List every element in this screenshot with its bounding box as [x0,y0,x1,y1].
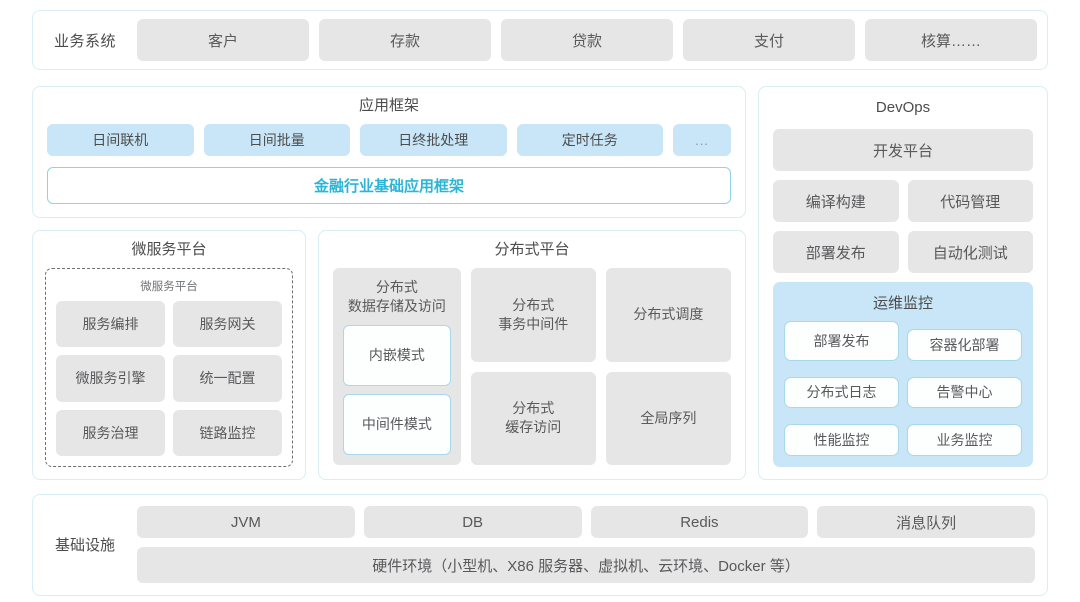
distributed-cache-line1: 分布式 [512,400,555,417]
business-item-deposit[interactable]: 存款 [319,19,491,61]
app-item-eod-batch[interactable]: 日终批处理 [360,124,507,156]
ops-monitoring-grid: 部署发布 容器化部署 分布式日志 告警中心 性能监控 业务监控 [784,321,1022,456]
infrastructure-hardware-row: 硬件环境（小型机、X86 服务器、虚拟机、云环境、Docker 等） [137,547,1035,583]
distributed-platform-title: 分布式平台 [494,241,570,258]
devops-row-1: 编译构建 代码管理 [773,180,1033,222]
devops-title: DevOps [875,99,931,116]
app-item-more-icon[interactable]: ... [673,124,731,156]
infra-item-jvm[interactable]: JVM [137,506,355,538]
infra-item-redis[interactable]: Redis [590,506,809,538]
microservice-item-gateway[interactable]: 服务网关 [173,301,282,348]
ops-item-business-monitor[interactable]: 业务监控 [907,424,1022,456]
ops-item-performance-monitor[interactable]: 性能监控 [784,424,899,456]
ops-item-container-deploy[interactable]: 容器化部署 [907,329,1022,361]
distributed-data-storage-label: 分布式 数据存储及访问 [348,278,446,325]
middle-band: 应用框架 日间联机 日间批量 日终批处理 定时任务 ... 金融行业基础应用框架… [32,86,1048,480]
microservice-item-engine[interactable]: 微服务引擎 [56,355,165,402]
global-sequence[interactable]: 全局序列 [605,371,731,465]
app-item-scheduled-task[interactable]: 定时任务 [516,124,663,156]
business-item-loan[interactable]: 贷款 [501,19,673,61]
app-item-daytime-batch[interactable]: 日间批量 [203,124,350,156]
devops-compile-build[interactable]: 编译构建 [773,180,899,222]
distributed-transaction-middleware[interactable]: 分布式 事务中间件 [470,268,596,362]
microservice-inner-dashed-box: 微服务平台 服务编排 服务网关 微服务引擎 统一配置 服务治理 链路监控 [45,268,293,467]
app-item-daytime-online[interactable]: 日间联机 [47,124,194,156]
microservice-item-orchestration[interactable]: 服务编排 [56,301,165,348]
distributed-cache-access[interactable]: 分布式 缓存访问 [470,371,596,465]
ops-monitoring-block: 运维监控 部署发布 容器化部署 分布式日志 告警中心 性能监控 业务监控 [773,282,1033,467]
microservice-item-unified-config[interactable]: 统一配置 [173,355,282,402]
distributed-cache-line2: 缓存访问 [505,419,562,436]
app-framework-title: 应用框架 [358,97,419,114]
ops-item-distributed-log[interactable]: 分布式日志 [784,376,899,409]
business-system-items: 客户 存款 贷款 支付 核算…… [137,19,1037,61]
financial-base-framework-bar[interactable]: 金融行业基础应用框架 [47,167,731,204]
infra-item-db[interactable]: DB [363,506,582,538]
microservice-platform-panel: 微服务平台 微服务平台 服务编排 服务网关 微服务引擎 统一配置 服务治理 链路… [32,230,306,480]
platform-row: 微服务平台 微服务平台 服务编排 服务网关 微服务引擎 统一配置 服务治理 链路… [32,230,746,480]
business-item-accounting[interactable]: 核算…… [865,19,1037,61]
microservice-items-grid: 服务编排 服务网关 微服务引擎 统一配置 服务治理 链路监控 [56,301,282,456]
microservice-item-trace-monitor[interactable]: 链路监控 [173,409,282,456]
ops-item-alert-center[interactable]: 告警中心 [907,376,1022,409]
distributed-scheduling[interactable]: 分布式调度 [605,268,731,362]
ops-monitoring-title: 运维监控 [872,295,933,312]
distributed-data-storage-box[interactable]: 分布式 数据存储及访问 内嵌模式 中间件模式 [333,268,461,465]
distributed-transaction-line2: 事务中间件 [498,315,569,332]
distributed-transaction-line1: 分布式 [512,296,555,313]
devops-automated-test[interactable]: 自动化测试 [907,231,1033,273]
ops-item-deploy-release[interactable]: 部署发布 [784,321,899,361]
middle-left-column: 应用框架 日间联机 日间批量 日终批处理 定时任务 ... 金融行业基础应用框架… [32,86,746,480]
infra-hardware-environment[interactable]: 硬件环境（小型机、X86 服务器、虚拟机、云环境、Docker 等） [137,547,1035,583]
microservice-item-governance[interactable]: 服务治理 [56,409,165,456]
devops-code-management[interactable]: 代码管理 [907,180,1033,222]
business-item-customer[interactable]: 客户 [137,19,309,61]
distributed-data-storage-line1: 分布式 [375,279,418,295]
infrastructure-content: JVM DB Redis 消息队列 硬件环境（小型机、X86 服务器、虚拟机、云… [137,506,1035,583]
business-system-row: 业务系统 客户 存款 贷款 支付 核算…… [32,10,1048,70]
devops-row-2: 部署发布 自动化测试 [773,231,1033,273]
microservice-inner-title: 微服务平台 [140,281,198,293]
devops-deploy-release[interactable]: 部署发布 [773,231,899,273]
devops-panel: DevOps 开发平台 编译构建 代码管理 部署发布 自动化测试 运维监控 部署… [758,86,1048,480]
infra-item-message-queue[interactable]: 消息队列 [817,506,1035,538]
infrastructure-items: JVM DB Redis 消息队列 [137,506,1035,538]
storage-mode-embedded[interactable]: 内嵌模式 [343,324,451,386]
storage-mode-middleware[interactable]: 中间件模式 [343,393,451,455]
microservice-platform-title: 微服务平台 [131,241,207,258]
app-framework-panel: 应用框架 日间联机 日间批量 日终批处理 定时任务 ... 金融行业基础应用框架 [32,86,746,218]
distributed-items-grid: 分布式 数据存储及访问 内嵌模式 中间件模式 分布式 事务中间件 [333,268,731,465]
infrastructure-label: 基础设施 [54,537,115,554]
infrastructure-row: 基础设施 JVM DB Redis 消息队列 硬件环境（小型机、X86 服务器、… [32,494,1048,596]
business-item-payment[interactable]: 支付 [683,19,855,61]
app-framework-items: 日间联机 日间批量 日终批处理 定时任务 ... [47,124,731,156]
business-system-label: 业务系统 [53,32,116,50]
distributed-data-storage-line2: 数据存储及访问 [347,297,446,314]
devops-dev-platform[interactable]: 开发平台 [773,129,1033,171]
distributed-platform-panel: 分布式平台 分布式 数据存储及访问 内嵌模式 中间件模式 [318,230,746,480]
